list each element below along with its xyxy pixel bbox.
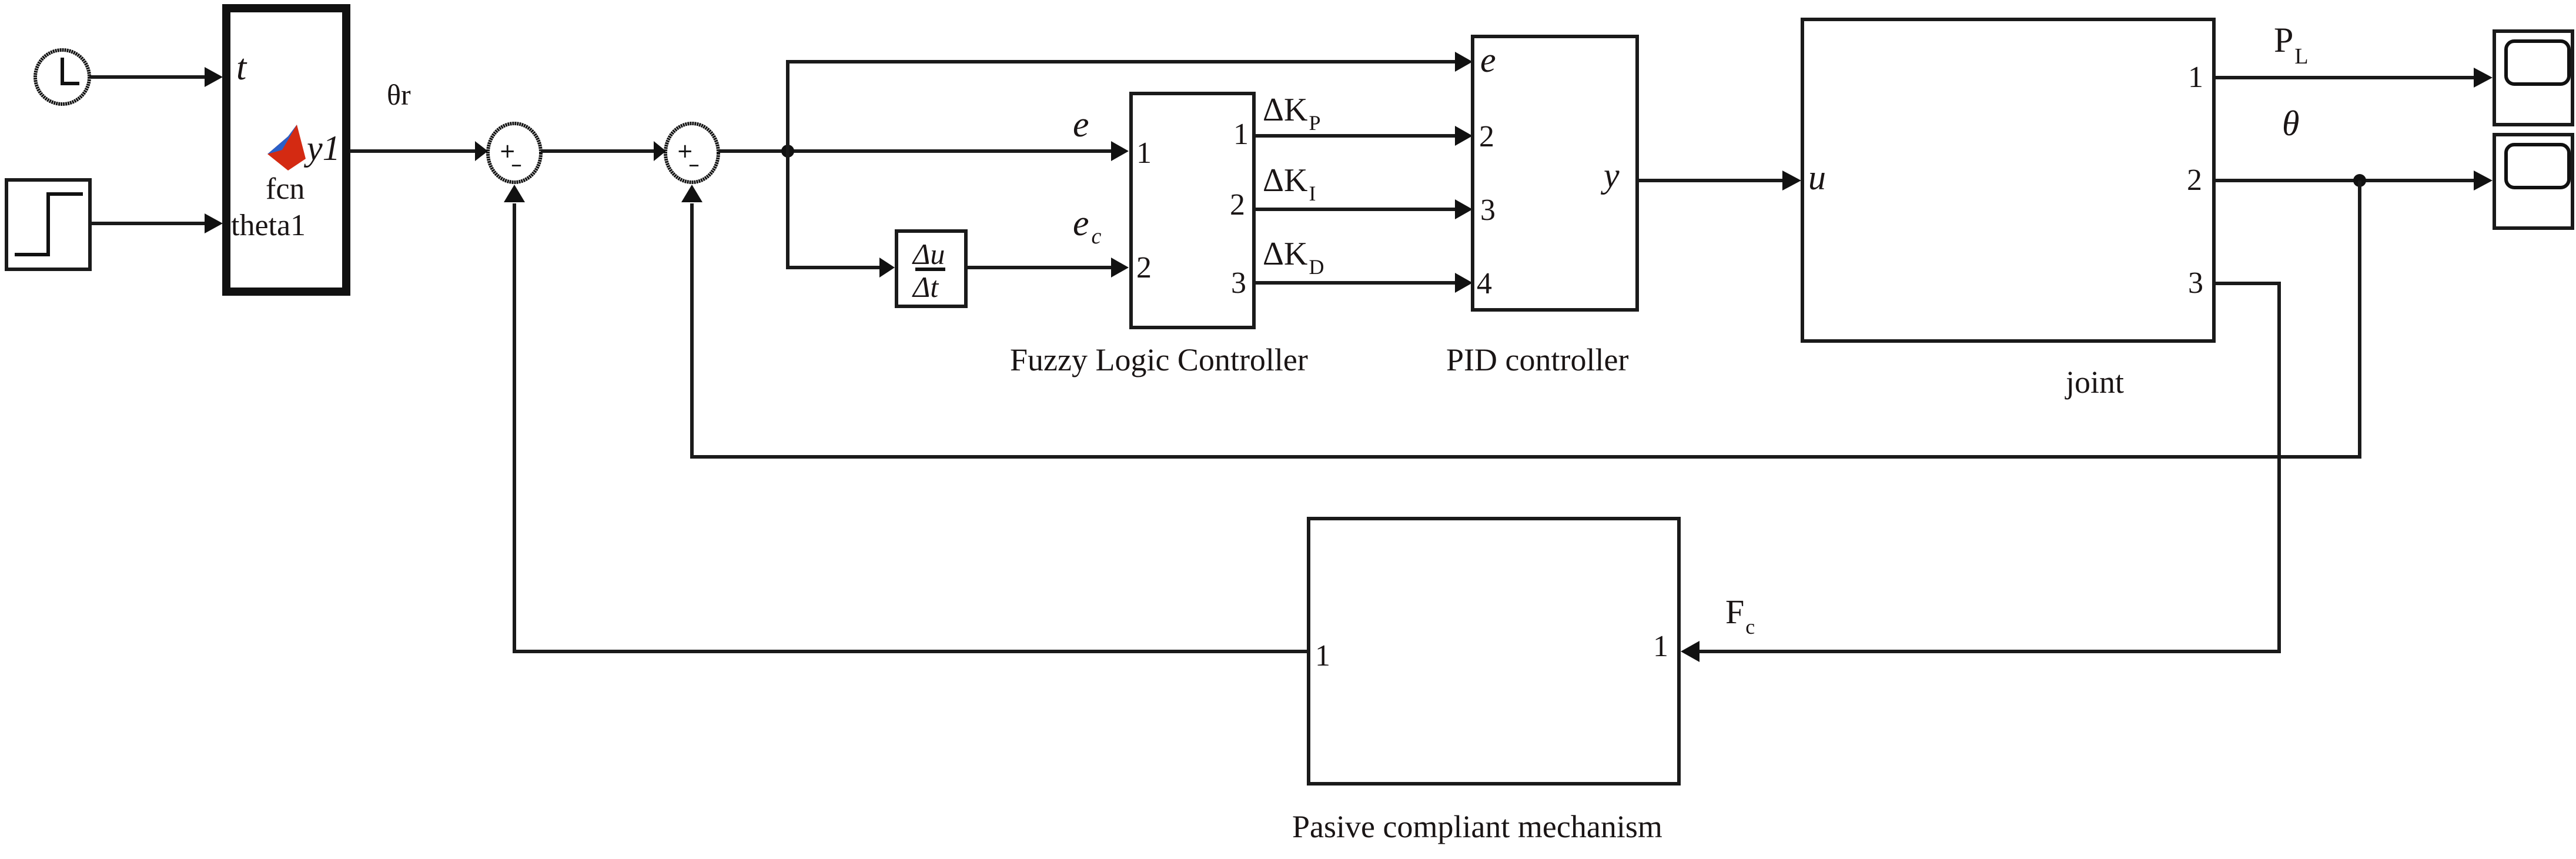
arrow-pid-in3 [1455,199,1473,219]
sum1-minus: – [511,151,522,177]
pid-caption: PID controller [1446,342,1628,377]
step-block[interactable] [5,178,92,271]
arrow-scope1-in [2474,68,2493,88]
fcn-output-y1: y1 [303,129,340,168]
signal-delta-ki: ΔKI [1263,162,1316,205]
clock-hands [61,58,79,85]
signal-e: e [1073,105,1089,145]
arrow-derivative-in [879,258,895,278]
sum1-block[interactable]: + – [486,122,543,184]
arrow-pid-in2 [1455,126,1473,146]
step-icon [15,192,83,256]
sum1-plus: + [499,139,516,163]
pid-controller-block[interactable]: e 2 3 4 y [1471,35,1639,312]
signal-pl: PL [2274,21,2309,69]
fcn-name: fcn [266,172,305,206]
pid-in-port-2: 2 [1479,120,1494,153]
arrow-pid-in4 [1455,273,1473,293]
arrow-fuzzy-in1 [1111,141,1129,161]
arrow-joint-in [1782,171,1801,190]
derivative-block[interactable]: Δu Δt [895,229,968,308]
arrow-fcn-t [205,67,223,87]
arrow-pid-e [1455,52,1473,72]
fuzzy-in-port-1: 1 [1136,136,1152,170]
fuzzy-in-port-2: 2 [1136,251,1152,285]
pid-in-port-e: e [1480,41,1496,79]
arrow-sum2-in [654,141,666,161]
signal-delta-kd: ΔKD [1263,236,1324,279]
derivative-denominator: Δt [912,270,939,303]
fuzzy-out-port-2: 2 [1230,188,1245,222]
sum2-minus: – [688,151,700,177]
sum2-plus: + [677,139,694,163]
joint-caption: joint [2065,365,2124,400]
wire-fc [1699,282,2281,653]
derivative-numerator: Δu [912,238,945,270]
joint-block[interactable]: u 1 2 3 [1801,18,2216,343]
pid-in-port-3: 3 [1480,193,1496,227]
arrow-fcn-theta [205,213,223,233]
wire-error-to-pid [786,60,1457,151]
scope1-block[interactable] [2493,29,2574,126]
arrow-fuzzy-in2 [1111,258,1129,278]
arrow-passive-in [1681,641,1700,662]
fcn-input-t: t [236,48,247,88]
joint-out-port-2: 2 [2187,163,2202,197]
fuzzy-out-port-1: 1 [1233,118,1249,151]
joint-out-port-1: 1 [2188,61,2203,94]
pid-in-port-4: 4 [1477,267,1492,300]
arrow-sum1-feedback [504,185,525,202]
passive-in-port-1: 1 [1653,630,1668,663]
arrow-sum2-feedback [681,185,702,202]
passive-compliant-mechanism-block[interactable]: 1 1 [1307,517,1681,786]
passive-out-port-1: 1 [1315,639,1330,673]
wire-theta-feedback [690,181,2361,459]
signal-delta-kp: ΔKP [1263,92,1320,135]
scope-icon [2504,143,2571,189]
scope-icon [2504,39,2571,86]
fuzzy-logic-controller-block[interactable]: 1 2 1 2 3 [1129,92,1256,329]
fcn-input-theta1: theta1 [231,209,306,242]
clock-block[interactable] [34,48,91,106]
wire-outer-feedback [513,203,1309,653]
passive-caption: Pasive compliant mechanism [1292,809,1662,844]
fcn-block[interactable]: t y1 fcn theta1 [222,4,350,296]
signal-theta-r: θr [387,78,411,111]
joint-input-u: u [1808,158,1826,197]
signal-theta: θ [2282,104,2299,143]
arrow-sum1-in [475,141,488,161]
scope2-block[interactable] [2493,133,2574,230]
joint-out-port-3: 3 [2188,266,2203,300]
sum2-block[interactable]: + – [664,122,720,184]
pid-output-y: y [1600,156,1620,195]
signal-fc: Fc [1725,593,1755,639]
fuzzy-caption: Fuzzy Logic Controller [1010,342,1308,377]
arrow-scope2-in [2474,171,2493,190]
matlab-logo-icon [267,125,306,171]
wire-error-to-derivative [786,151,882,269]
fuzzy-out-port-3: 3 [1231,266,1246,300]
